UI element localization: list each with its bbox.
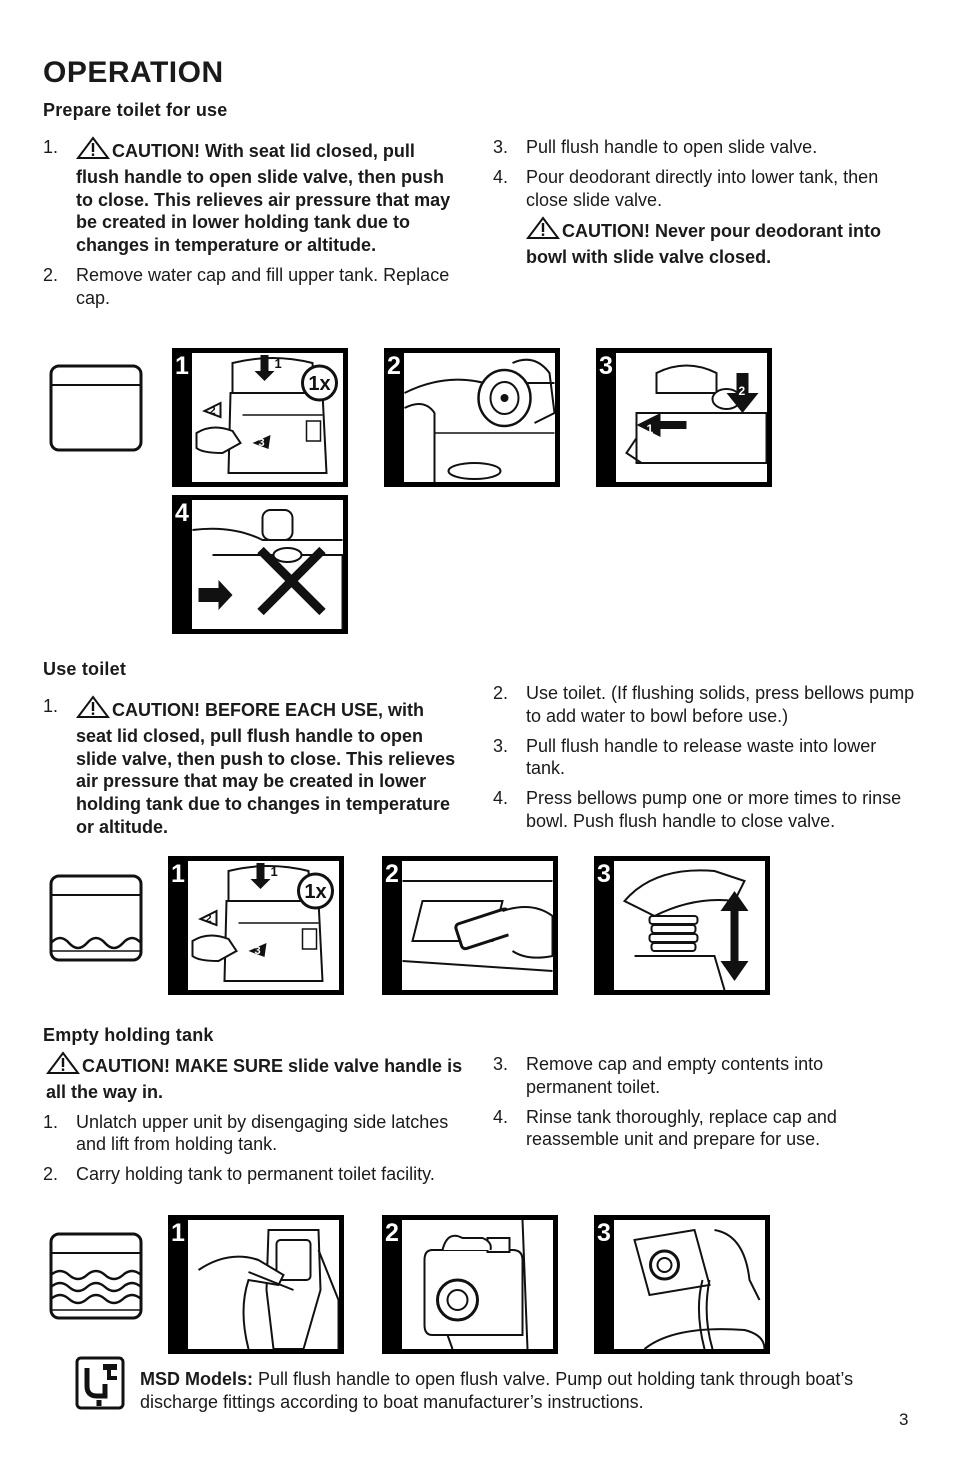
unlatch-illustration: [197, 1229, 339, 1349]
warning-triangle-icon: [46, 1051, 80, 1081]
svg-text:2: 2: [206, 913, 212, 925]
warning-triangle-icon: [76, 695, 110, 725]
section-heading-empty: Empty holding tank: [43, 1025, 214, 1045]
repeat-badge: 1x: [308, 373, 330, 395]
list-item: 1. CAUTION! With seat lid closed, pull f…: [43, 136, 451, 256]
list-item: 3. Pull flush handle to open slide valve…: [493, 137, 818, 157]
caution-note: CAUTION! Never pour deodorant into bowl …: [493, 216, 913, 269]
toilet-flush-illustration: 1x 1 2 3: [195, 355, 338, 474]
flush-handle-illustration: [402, 880, 553, 972]
repeat-badge: 1x: [304, 881, 326, 903]
page-number: 3: [899, 1410, 909, 1429]
use-figure-3: 3: [594, 856, 770, 995]
warning-triangle-icon: [526, 216, 560, 246]
svg-text:1: 1: [275, 356, 282, 371]
prepare-figure-3: 3 1 2: [596, 348, 772, 487]
use-figure-1: 1 1x 1 2 3: [168, 856, 344, 995]
msd-note: MSD Models: Pull flush handle to open fl…: [140, 1369, 854, 1412]
full-tank-icon: [48, 1231, 144, 1321]
list-item: 3. Pull flush handle to release waste in…: [493, 735, 877, 779]
toilet-flush-illustration: 1x 1 2 3: [191, 863, 334, 982]
empty-figure-1: 1: [168, 1215, 344, 1354]
svg-text:3: 3: [255, 945, 261, 957]
prepare-figure-1: 1 1x 1 2 3: [172, 348, 348, 487]
page-title: OPERATION: [43, 56, 224, 89]
svg-text:1: 1: [647, 422, 654, 436]
warning-triangle-icon: [76, 136, 110, 166]
list-item: 4. Pour deodorant directly into lower ta…: [493, 166, 879, 210]
pump-out-icon: [75, 1356, 125, 1410]
list-item: 3. Remove cap and empty contents into pe…: [493, 1054, 824, 1097]
prepare-figure-2: 2: [384, 348, 560, 487]
caution-note: CAUTION! MAKE SURE slide valve handle is…: [46, 1051, 463, 1104]
svg-text:2: 2: [210, 405, 216, 417]
use-figure-2: 2: [382, 856, 558, 995]
svg-text:3: 3: [259, 437, 265, 449]
empty-tank-icon: [48, 363, 144, 453]
list-item: 2. Use toilet. (If flushing solids, pres…: [493, 683, 915, 726]
bellows-pump-illustration: [622, 869, 749, 990]
svg-text:2: 2: [739, 384, 746, 398]
list-item: 1. CAUTION! BEFORE EACH USE, with seat l…: [43, 695, 456, 837]
slide-valve-illustration: 1 2: [625, 364, 767, 464]
use-steps-right: 2. Use toilet. (If flushing solids, pres…: [493, 682, 918, 840]
list-item: 2. Remove water cap and fill upper tank.…: [43, 264, 450, 308]
section-heading-prepare: Prepare toilet for use: [43, 100, 228, 120]
prepare-figure-4: 4: [172, 495, 348, 634]
list-item: 4. Rinse tank thoroughly, replace cap an…: [493, 1106, 837, 1150]
list-item: 2. Carry holding tank to permanent toile…: [43, 1164, 435, 1185]
use-steps-left: 1. CAUTION! BEFORE EACH USE, with seat l…: [43, 695, 463, 846]
empty-steps-right: 3. Remove cap and empty contents into pe…: [493, 1053, 913, 1158]
empty-contents-illustration: [633, 1228, 765, 1349]
prepare-steps-right: 3. Pull flush handle to open slide valve…: [493, 136, 913, 276]
water-cap-illustration: [404, 358, 555, 482]
empty-steps-left: CAUTION! MAKE SURE slide valve handle is…: [43, 1051, 463, 1193]
list-item: 4. Press bellows pump one or more times …: [493, 788, 902, 831]
partial-tank-icon: [48, 873, 144, 963]
list-item: 1. Unlatch upper unit by disengaging sid…: [43, 1111, 449, 1155]
carry-tank-illustration: [423, 1220, 529, 1349]
empty-figure-2: 2: [382, 1215, 558, 1354]
empty-figure-3: 3: [594, 1215, 770, 1354]
deodorant-warning-illustration: [192, 509, 343, 629]
section-heading-use: Use toilet: [43, 659, 127, 679]
svg-text:1: 1: [271, 864, 278, 879]
prepare-steps-left: 1. CAUTION! With seat lid closed, pull f…: [43, 136, 453, 317]
